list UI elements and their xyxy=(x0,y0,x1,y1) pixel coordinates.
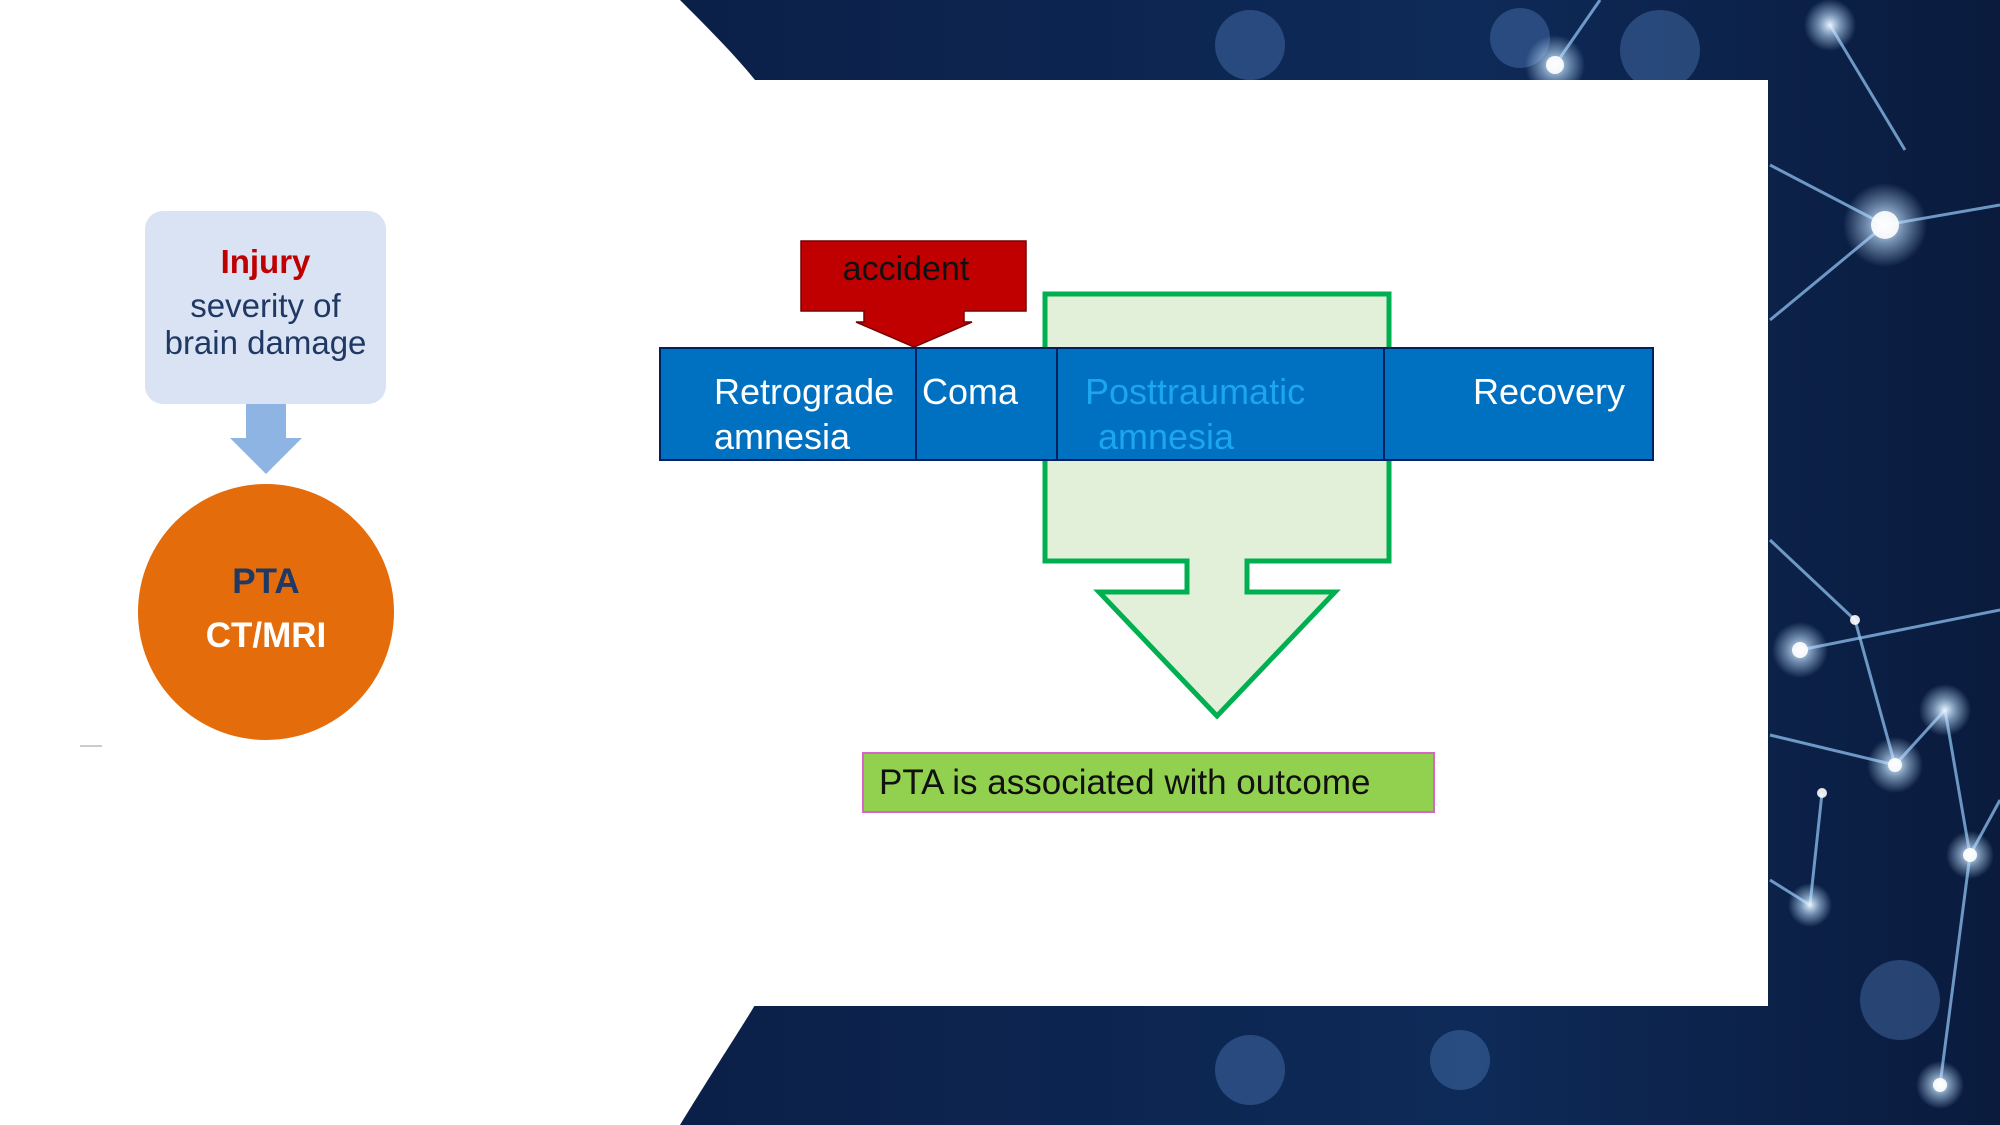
injury-box: Injury severity of brain damage xyxy=(145,211,386,404)
segment-coma: Coma xyxy=(922,371,1019,412)
accident-label: accident xyxy=(842,250,970,288)
accident-callout xyxy=(800,240,1027,348)
divider xyxy=(80,745,102,747)
retrograde-line-1: Retrograde xyxy=(714,371,895,412)
segment-recovery: Recovery xyxy=(1472,371,1626,412)
retrograde-line-2: amnesia xyxy=(714,416,851,457)
injury-line-1: severity of xyxy=(190,287,341,324)
pta-label: PTA xyxy=(232,562,300,601)
segment-retrograde-amnesia: Retrograde amnesia xyxy=(714,369,914,479)
posttraumatic-line-1: Posttraumatic xyxy=(1085,371,1306,412)
segment-divider xyxy=(915,349,917,459)
segment-posttraumatic-amnesia: Posttraumatic amnesia xyxy=(1085,369,1385,479)
pta-circle: PTA CT/MRI xyxy=(138,484,394,740)
down-arrow-icon xyxy=(230,404,302,474)
outcome-box: PTA is associated with outcome xyxy=(862,752,1435,813)
injury-title: Injury xyxy=(220,243,311,280)
segment-divider xyxy=(1056,349,1058,459)
posttraumatic-line-2: amnesia xyxy=(1098,416,1235,457)
timeline-bar: Retrograde amnesia Coma Posttraumatic am… xyxy=(659,347,1654,461)
ct-mri-label: CT/MRI xyxy=(205,616,327,655)
injury-line-2: brain damage xyxy=(164,324,367,361)
segment-divider xyxy=(1383,349,1385,459)
